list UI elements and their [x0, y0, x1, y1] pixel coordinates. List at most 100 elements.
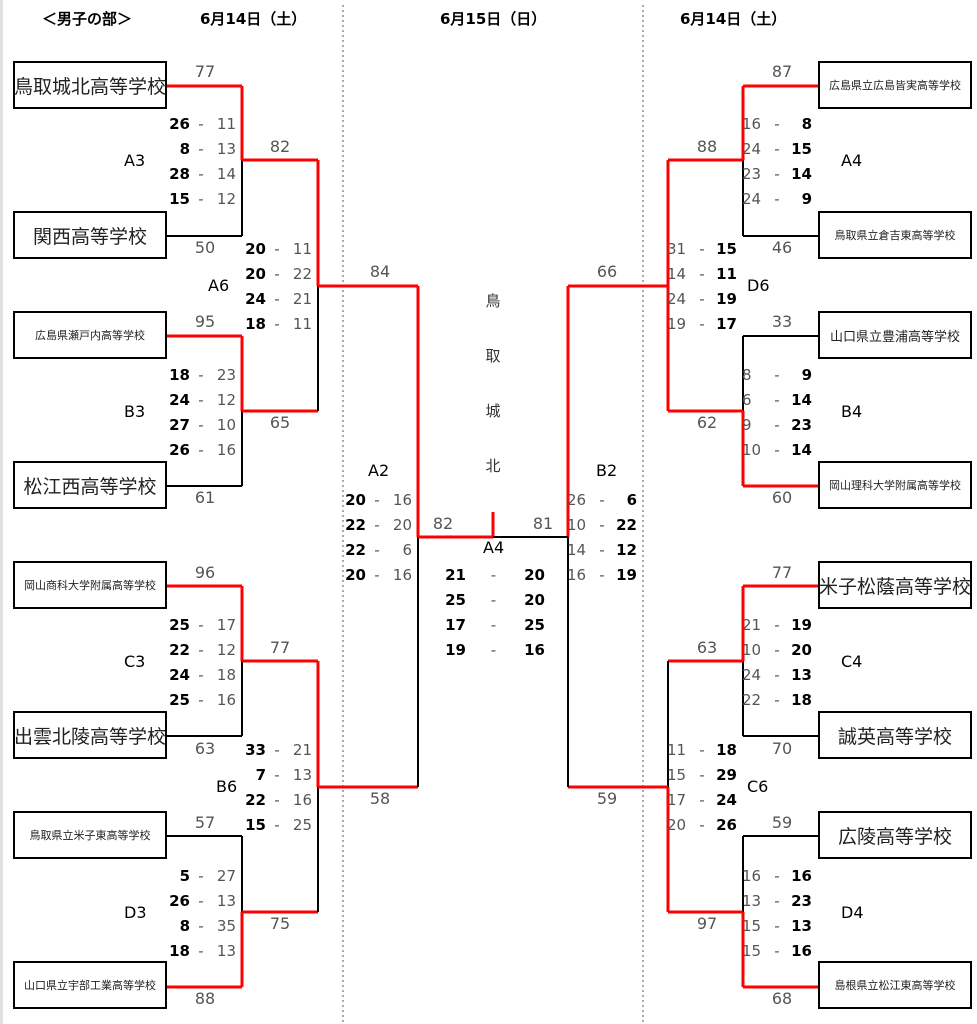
total-score: 59: [771, 813, 793, 832]
center-label-char: 取: [485, 347, 501, 365]
set-score-row: 21-19: [742, 615, 812, 634]
set-score-row: 18-13: [169, 941, 236, 960]
total-score: 68: [771, 989, 793, 1008]
set-score-row: 14-12: [567, 540, 637, 559]
total-score: 95: [194, 312, 216, 331]
date-left: 6月14日（土）: [200, 10, 307, 28]
team-box-t9: 広島県立広島皆実高等学校: [818, 61, 972, 109]
left-edge: [0, 0, 3, 1024]
total-score: 75: [269, 914, 291, 933]
set-score-row: 27-10: [169, 415, 236, 434]
set-score-row: 17-25: [445, 615, 545, 634]
total-score: 70: [771, 739, 793, 758]
team-box-t3: 広島県瀬戸内高等学校: [13, 311, 167, 359]
team-box-t7: 鳥取県立米子東高等学校: [13, 811, 167, 859]
match-label-a4: A4: [841, 151, 863, 170]
set-score-row: 10-14: [742, 440, 812, 459]
match-label-b4: B4: [841, 402, 863, 421]
total-score: 87: [771, 62, 793, 81]
set-score-row: 9-23: [742, 415, 812, 434]
set-score-row: 26-6: [567, 490, 637, 509]
set-score-row: 22-18: [742, 690, 812, 709]
set-score-row: 20-26: [667, 815, 737, 834]
total-score: 84: [369, 262, 391, 281]
center-label-char: 北: [485, 457, 501, 475]
match-label-a3: A3: [124, 151, 146, 170]
team-box-t5: 岡山商科大学附属高等学校: [13, 561, 167, 609]
set-score-row: 22-12: [169, 640, 236, 659]
team-box-t6: 出雲北陵高等学校: [13, 711, 167, 759]
total-score: 77: [194, 62, 216, 81]
set-score-row: 13-23: [742, 891, 812, 910]
match-label-final: A4: [483, 538, 505, 557]
center-label-char: 城: [485, 402, 501, 420]
match-label-a2: A2: [368, 461, 390, 480]
set-score-row: 15-29: [667, 765, 737, 784]
set-score-row: 20-16: [345, 490, 412, 509]
team-box-t2: 関西高等学校: [13, 211, 167, 259]
set-score-row: 10-22: [567, 515, 637, 534]
team-box-t12: 岡山理科大学附属高等学校: [818, 461, 972, 509]
set-score-row: 20-22: [245, 264, 312, 283]
team-box-t15: 広陵高等学校: [818, 811, 972, 859]
set-score-row: 24-15: [742, 139, 812, 158]
set-score-row: 22-16: [245, 790, 312, 809]
set-score-row: 18-11: [245, 314, 312, 333]
total-score: 60: [771, 488, 793, 507]
set-score-row: 10-20: [742, 640, 812, 659]
match-label-b3: B3: [124, 402, 146, 421]
set-score-row: 15-16: [742, 941, 812, 960]
match-label-d3: D3: [124, 903, 147, 922]
set-score-row: 22-6: [345, 540, 412, 559]
set-score-row: 31-15: [667, 239, 737, 258]
set-score-row: 19-17: [667, 314, 737, 333]
total-score: 81: [532, 514, 554, 533]
total-score: 82: [269, 137, 291, 156]
match-label-d4: D4: [841, 903, 864, 922]
match-label-c4: C4: [841, 652, 863, 671]
total-score: 77: [771, 563, 793, 582]
match-label-b6: B6: [216, 777, 238, 796]
division-title: ＜男子の部＞: [42, 10, 133, 28]
team-box-t16: 島根県立松江東高等学校: [818, 961, 972, 1009]
set-score-row: 23-14: [742, 164, 812, 183]
set-score-row: 24-12: [169, 390, 236, 409]
team-box-t13: 米子松蔭高等学校: [818, 561, 972, 609]
set-score-row: 14-11: [667, 264, 737, 283]
set-score-row: 11-18: [667, 740, 737, 759]
total-score: 88: [696, 137, 718, 156]
set-score-row: 8-13: [179, 139, 236, 158]
set-score-row: 22-20: [345, 515, 412, 534]
set-score-row: 15-12: [169, 189, 236, 208]
set-score-row: 17-24: [667, 790, 737, 809]
set-score-row: 8-35: [179, 916, 236, 935]
match-label-d6: D6: [747, 276, 770, 295]
set-score-row: 15-13: [742, 916, 812, 935]
set-score-row: 15-25: [245, 815, 312, 834]
set-score-row: 16-8: [742, 114, 812, 133]
set-score-row: 19-16: [445, 640, 545, 659]
set-score-row: 26-13: [169, 891, 236, 910]
set-score-row: 24-18: [169, 665, 236, 684]
set-score-row: 6-14: [742, 390, 812, 409]
total-score: 61: [194, 488, 216, 507]
total-score: 96: [194, 563, 216, 582]
team-box-t4: 松江西高等学校: [13, 461, 167, 509]
match-label-a6: A6: [208, 276, 230, 295]
set-score-row: 7-13: [255, 765, 312, 784]
total-score: 59: [596, 789, 618, 808]
set-score-row: 24-13: [742, 665, 812, 684]
total-score: 66: [596, 262, 618, 281]
total-score: 82: [432, 514, 454, 533]
set-score-row: 8-9: [742, 365, 812, 384]
set-score-row: 16-16: [742, 866, 812, 885]
date-center: 6月15日（日）: [440, 10, 547, 28]
set-score-row: 25-16: [169, 690, 236, 709]
match-label-b2: B2: [596, 461, 618, 480]
team-box-t14: 誠英高等学校: [818, 711, 972, 759]
match-label-c3: C3: [124, 652, 146, 671]
set-score-row: 26-16: [169, 440, 236, 459]
total-score: 63: [696, 638, 718, 657]
set-score-row: 28-14: [169, 164, 236, 183]
